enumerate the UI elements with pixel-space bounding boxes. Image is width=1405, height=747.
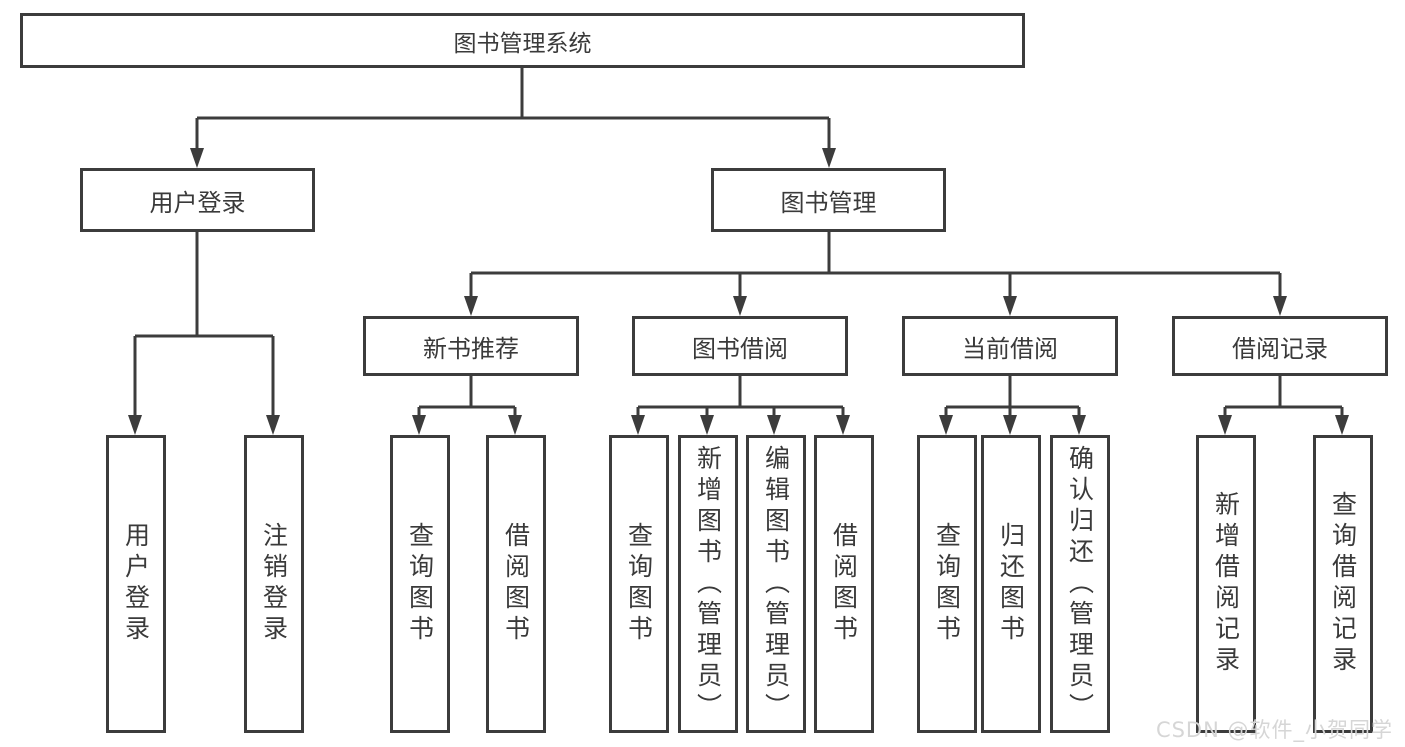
arrow-down-icon [1273,296,1287,316]
arrow-down-icon [464,296,478,316]
csdn-watermark: CSDN @软件_小贺同学 [1155,718,1393,742]
node-label: 查询图书 [405,522,435,646]
leaf-query-books: 查询图书 [390,435,450,733]
leaf-borrow-books: 借阅图书 [486,435,546,733]
edges-userlogin-to-leaves [133,232,275,417]
edges-records-to-leaves [1223,376,1344,417]
arrow-down-icon [836,415,850,435]
leaf-edit-books-admin: 编辑图书（管理员） [746,435,806,733]
arrow-down-icon [822,148,836,168]
node-label: 查询图书 [932,522,962,646]
node-label: 新增借阅记录 [1211,491,1241,677]
node-label: 用户登录 [121,522,151,646]
node-label: 编辑图书（管理员） [761,444,791,724]
leaf-user-login: 用户登录 [106,435,166,733]
arrow-down-icon [1072,415,1086,435]
arrow-down-icon [1003,415,1017,435]
leaf-query-books: 查询图书 [609,435,669,733]
node-label: 借阅图书 [829,522,859,646]
edges-root-to-level2 [195,68,831,150]
node-label: 新书推荐 [423,334,519,363]
node-label: 确认归还（管理员） [1065,444,1095,724]
node-borrowing-records: 借阅记录 [1172,316,1388,376]
node-current-borrowing: 当前借阅 [902,316,1118,376]
edges-current-to-leaves [944,376,1081,417]
node-label: 借阅记录 [1232,334,1328,363]
node-user-login: 用户登录 [80,168,315,232]
node-label: 图书借阅 [692,334,788,363]
arrow-down-icon [190,148,204,168]
node-book-borrowing: 图书借阅 [632,316,848,376]
node-label: 注销登录 [259,522,289,646]
arrow-down-icon [1218,415,1232,435]
node-library-management-system: 图书管理系统 [20,13,1025,68]
node-label: 图书管理系统 [453,30,592,57]
leaf-logout-login: 注销登录 [244,435,304,733]
leaf-query-books: 查询图书 [917,435,977,733]
node-label: 查询图书 [624,522,654,646]
node-label: 用户登录 [149,188,246,217]
node-label: 图书管理 [780,188,877,217]
arrow-down-icon [733,296,747,316]
leaf-borrow-books: 借阅图书 [814,435,874,733]
arrow-down-icon [700,415,714,435]
leaf-return-books: 归还图书 [981,435,1041,733]
arrowheads [128,148,1349,435]
arrow-down-icon [1003,296,1017,316]
leaf-add-borrow-record: 新增借阅记录 [1196,435,1256,733]
arrow-down-icon [1335,415,1349,435]
node-label: 新增图书（管理员） [693,444,723,724]
node-label: 当前借阅 [962,334,1058,363]
node-label: 查询借阅记录 [1328,491,1358,677]
node-label: 借阅图书 [501,522,531,646]
arrow-down-icon [939,415,953,435]
node-new-book-recommend: 新书推荐 [363,316,579,376]
node-label: 归还图书 [996,522,1026,646]
arrow-down-icon [508,415,522,435]
arrow-down-icon [412,415,426,435]
leaf-query-borrow-record: 查询借阅记录 [1313,435,1373,733]
edges-newbook-to-leaves [417,376,517,417]
arrow-down-icon [266,415,280,435]
edges-borrowing-to-leaves [636,376,845,417]
arrow-down-icon [128,415,142,435]
node-book-management: 图书管理 [711,168,946,232]
arrow-down-icon [767,415,781,435]
leaf-add-books-admin: 新增图书（管理员） [678,435,738,733]
leaf-confirm-return-admin: 确认归还（管理员） [1050,435,1110,733]
arrow-down-icon [631,415,645,435]
edges-bookmgmt-to-level3 [469,232,1282,298]
